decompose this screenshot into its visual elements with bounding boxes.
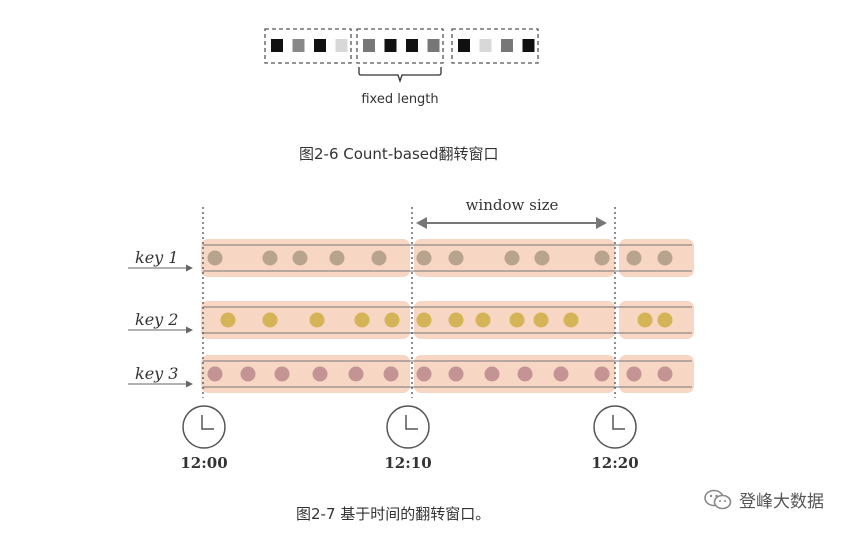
- event-dot: [563, 312, 579, 328]
- clock-face: [593, 405, 637, 449]
- event-dot: [240, 366, 256, 382]
- count-element: [314, 39, 326, 52]
- event-dot: [207, 366, 223, 382]
- event-dot: [348, 366, 364, 382]
- event-dot: [262, 250, 278, 266]
- event-dot: [517, 366, 533, 382]
- time-label: 12:10: [384, 454, 431, 472]
- window-band: [414, 355, 615, 393]
- count-element: [458, 39, 470, 52]
- event-dot: [416, 312, 432, 328]
- count-element: [479, 39, 492, 52]
- event-dot: [533, 312, 549, 328]
- event-dot: [475, 312, 491, 328]
- window-band: [619, 301, 694, 339]
- event-dot: [448, 250, 464, 266]
- event-dot: [637, 312, 653, 328]
- event-dot: [416, 250, 432, 266]
- time-labels: 12:00 12:10 12:20: [180, 454, 638, 472]
- count-window-diagram: fixed length: [264, 28, 539, 107]
- count-window-box: [264, 28, 352, 64]
- clock-face: [182, 405, 226, 449]
- caption-count-based: 图2-6 Count-based翻转窗口: [299, 145, 499, 163]
- key-arrow-head: [186, 380, 193, 388]
- event-dot: [534, 250, 550, 266]
- count-window-box: [451, 28, 539, 64]
- event-dot: [594, 250, 610, 266]
- event-dot: [354, 312, 370, 328]
- time-label: 12:20: [591, 454, 638, 472]
- event-dot: [262, 312, 278, 328]
- event-dot: [384, 312, 400, 328]
- clock-icon: [593, 405, 637, 449]
- count-element: [406, 39, 418, 52]
- key-arrow-head: [186, 264, 193, 272]
- event-dot: [274, 366, 290, 382]
- event-dot: [371, 250, 387, 266]
- count-element: [501, 39, 513, 52]
- key-lines: [203, 244, 692, 388]
- time-label: 12:00: [180, 454, 227, 472]
- count-element: [427, 39, 440, 52]
- clock-hands: [612, 415, 625, 430]
- event-dot: [553, 366, 569, 382]
- event-dot: [657, 250, 673, 266]
- count-element: [335, 39, 348, 52]
- count-element: [522, 39, 535, 52]
- clock-face: [386, 405, 430, 449]
- clock-hands: [405, 415, 418, 430]
- key-arrow-head: [186, 326, 193, 334]
- event-dot: [626, 366, 642, 382]
- window-band: [201, 355, 410, 393]
- clock-hands: [201, 415, 214, 430]
- window-band: [619, 239, 694, 277]
- fixed-length-brace: [358, 67, 442, 84]
- watermark-text: 登峰大数据: [739, 492, 824, 512]
- count-element: [292, 39, 305, 52]
- key-label: key 1: [135, 248, 178, 267]
- event-dot: [626, 250, 642, 266]
- count-window-box: [356, 28, 444, 64]
- window-band: [201, 301, 410, 339]
- event-dot: [504, 250, 520, 266]
- event-dot: [484, 366, 500, 382]
- event-dot: [448, 366, 464, 382]
- count-element: [271, 39, 283, 52]
- event-dot: [657, 312, 673, 328]
- event-dot: [309, 312, 325, 328]
- window-size-arrow: [416, 217, 607, 229]
- count-window-groups: [264, 28, 539, 64]
- event-dot: [312, 366, 328, 382]
- event-dot: [509, 312, 525, 328]
- event-dot: [383, 366, 399, 382]
- watermark: 登峰大数据: [703, 487, 824, 512]
- event-dot: [220, 312, 236, 328]
- event-dot: [416, 366, 432, 382]
- key-label: key 2: [135, 310, 178, 329]
- key-labels: key 1 key 2 key 3: [128, 248, 193, 388]
- count-element: [384, 39, 397, 52]
- window-dividers: [202, 207, 616, 398]
- key-label: key 3: [135, 364, 178, 383]
- clock-icon: [182, 405, 226, 449]
- event-dot: [292, 250, 308, 266]
- event-dot: [207, 250, 223, 266]
- clocks: [182, 405, 637, 449]
- event-dot: [448, 312, 464, 328]
- caption-time-based: 图2-7 基于时间的翻转窗口。: [296, 505, 491, 523]
- event-dot: [657, 366, 673, 382]
- clock-icon: [386, 405, 430, 449]
- time-window-bands: [201, 239, 694, 393]
- event-dot: [329, 250, 345, 266]
- wechat-icon: [704, 489, 732, 509]
- window-size-label: window size: [466, 196, 559, 214]
- event-dots: [207, 250, 673, 382]
- fixed-length-label: fixed length: [361, 92, 438, 107]
- event-dot: [594, 366, 610, 382]
- count-element: [363, 39, 375, 52]
- window-band: [619, 355, 694, 393]
